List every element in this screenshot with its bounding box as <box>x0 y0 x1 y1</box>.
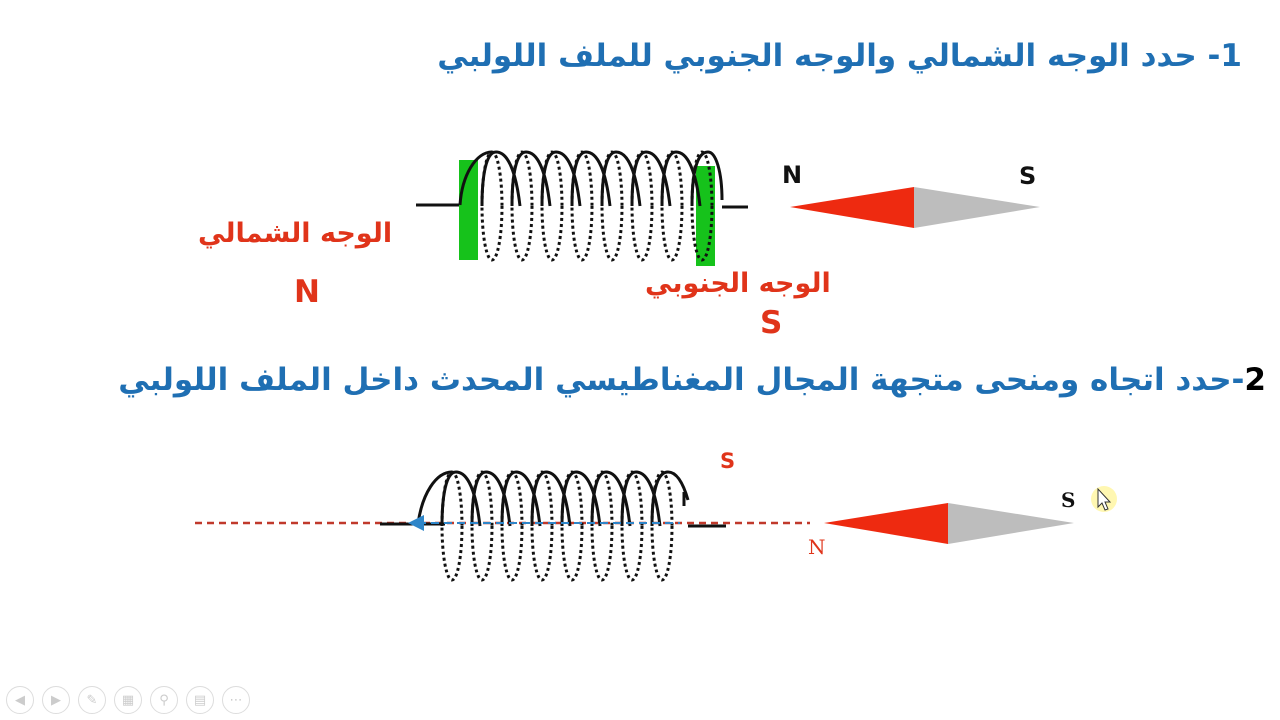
question-2: 2-حدد اتجاه ومنحى متجهة المجال المغناطيس… <box>118 362 1266 398</box>
solenoid-1 <box>416 150 748 266</box>
question-1: 1- حدد الوجه الشمالي والوجه الجنوبي للمل… <box>437 38 1242 74</box>
needle-2-north-letter: N <box>808 535 826 559</box>
slides-icon[interactable]: ▦ <box>114 686 142 714</box>
zoom-icon[interactable]: ⚲ <box>150 686 178 714</box>
needle-2-south-letter: S <box>1061 488 1075 512</box>
needle-1-north-letter: N <box>782 161 802 189</box>
south-face-label: الوجه الجنوبي <box>645 268 831 299</box>
needle-1-south-letter: S <box>1019 162 1036 190</box>
question-1-text: حدد الوجه الشمالي والوجه الجنوبي للملف ا… <box>437 38 1197 74</box>
question-2-number: 2 <box>1244 362 1266 398</box>
question-1-number: 1- <box>1207 38 1242 74</box>
compass-needle-2: N S <box>808 488 1075 559</box>
mouse-cursor-icon <box>1091 486 1117 512</box>
needle-2-north-half <box>824 503 948 544</box>
question-2-text: -حدد اتجاه ومنحى متجهة المجال المغناطيسي… <box>118 362 1245 398</box>
needle-2-south-half <box>948 503 1074 544</box>
needle-1-south-half <box>914 187 1040 228</box>
north-face-label: الوجه الشمالي <box>198 218 393 249</box>
compass-needle-1: N S <box>782 161 1040 228</box>
pen-icon[interactable]: ✎ <box>78 686 106 714</box>
solenoid-2 <box>195 470 810 582</box>
north-face-marker <box>459 160 478 260</box>
solenoid-1-turns <box>458 150 724 262</box>
presentation-toolbar: ◀ ▶ ✎ ▦ ⚲ ▤ ⋯ <box>6 686 250 714</box>
needle-1-north-half <box>790 187 914 228</box>
subtitles-icon[interactable]: ▤ <box>186 686 214 714</box>
solenoid-2-turns <box>416 470 690 582</box>
solenoid-2-pole-letter: S <box>720 449 735 473</box>
next-icon[interactable]: ▶ <box>42 686 70 714</box>
south-face-letter: S <box>760 305 783 341</box>
previous-icon[interactable]: ◀ <box>6 686 34 714</box>
field-vector-arrowhead <box>408 515 424 531</box>
more-icon[interactable]: ⋯ <box>222 686 250 714</box>
north-face-letter: N <box>294 274 320 310</box>
